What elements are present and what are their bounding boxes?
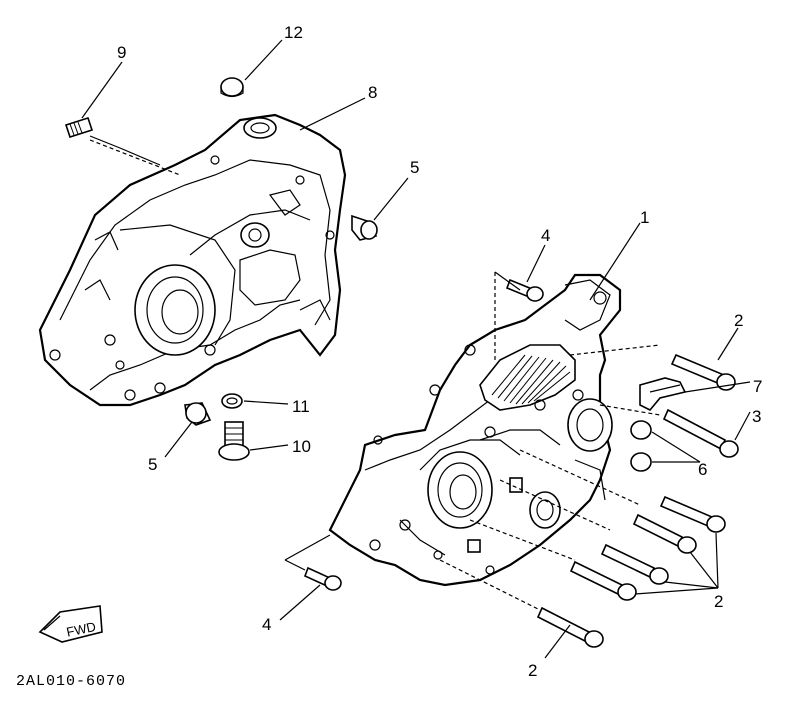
right-crankcase	[328, 273, 622, 587]
callout-7: 7	[753, 377, 762, 396]
bolt-part-2-a	[659, 495, 726, 533]
dowel-pin-part-5-upper	[351, 214, 378, 241]
callout-8: 8	[368, 83, 377, 102]
callout-9: 9	[117, 43, 126, 62]
fwd-arrow-icon: FWD	[38, 605, 103, 643]
callout-3: 3	[752, 407, 761, 426]
bolt-part-3	[662, 408, 739, 458]
bolt-part-2-c	[600, 543, 669, 585]
plug-cap-part-12	[220, 77, 244, 98]
fwd-badge-text: FWD	[65, 619, 97, 640]
callout-labels: 12 9 8 5 1 4 2 7 3 6 11 10 5 2 4 2	[117, 23, 762, 680]
clamp-part-7	[639, 377, 687, 411]
drawing-code: 2AL010-6070	[16, 673, 126, 690]
dowel-part-6	[630, 420, 652, 472]
callout-12: 12	[284, 23, 303, 42]
dowel-pin-part-5-lower	[184, 402, 212, 426]
callout-2-top: 2	[734, 311, 743, 330]
callout-4-bottom: 4	[262, 615, 271, 634]
bolt-part-4-top	[505, 278, 544, 302]
callout-5-upper: 5	[410, 158, 419, 177]
leader-lines	[81, 39, 751, 659]
cylinder-fins	[491, 354, 571, 405]
callout-6: 6	[698, 460, 707, 479]
callout-2-right: 2	[714, 592, 723, 611]
callout-2-bottom: 2	[528, 661, 537, 680]
drain-bolt-part-10	[218, 421, 250, 461]
fitting-part-9	[64, 116, 161, 166]
washer-part-11	[221, 393, 243, 409]
callout-10: 10	[292, 437, 311, 456]
bolt-part-2-b	[632, 513, 697, 554]
callout-5-lower: 5	[148, 455, 157, 474]
left-crankcase	[38, 113, 347, 407]
bolt-part-2-d	[569, 560, 637, 601]
bolt-part-2-e	[536, 606, 604, 648]
callout-4-top: 4	[541, 226, 550, 245]
callout-11: 11	[292, 397, 310, 416]
callout-1: 1	[640, 208, 649, 227]
bolt-part-4-bottom	[303, 566, 342, 591]
